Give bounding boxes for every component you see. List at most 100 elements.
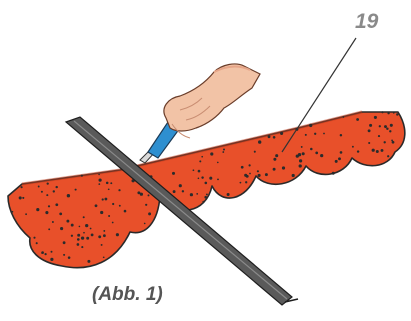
granule-dot (356, 118, 359, 121)
granule-dot (81, 175, 83, 177)
granule-dot (372, 149, 375, 152)
granule-dot (258, 174, 261, 177)
granule-dot (387, 112, 389, 114)
granule-dot (320, 154, 323, 157)
granule-dot (55, 203, 58, 206)
granule-dot (98, 183, 100, 185)
granule-dot (257, 170, 259, 172)
granule-dot (323, 133, 325, 135)
granule-dot (223, 148, 225, 150)
granule-dot (315, 152, 318, 155)
granule-dot (273, 136, 276, 139)
granule-dot (87, 260, 90, 263)
granule-dot (204, 196, 207, 199)
granule-dot (63, 241, 66, 244)
granule-dot (173, 190, 176, 193)
granule-dot (41, 252, 43, 254)
granule-dot (59, 213, 62, 216)
granule-dot (379, 125, 381, 127)
granule-dot (201, 156, 203, 158)
granule-dot (51, 251, 53, 253)
granule-dot (376, 150, 379, 153)
granule-dot (244, 174, 247, 177)
granule-dot (103, 234, 106, 237)
granule-dot (241, 166, 244, 169)
granule-dot (217, 162, 219, 164)
granule-dot (104, 198, 107, 201)
granule-dot (381, 149, 384, 152)
granule-dot (374, 116, 377, 119)
granule-dot (296, 154, 299, 157)
granule-dot (47, 182, 49, 184)
granule-dot (193, 169, 195, 171)
granule-dot (182, 190, 184, 192)
granule-dot (148, 212, 151, 215)
granule-dot (340, 134, 342, 136)
granule-dot (38, 186, 40, 188)
granule-dot (196, 193, 198, 195)
granule-dot (172, 172, 175, 175)
granule-dot (103, 230, 105, 232)
granule-dot (71, 224, 74, 227)
granule-dot (45, 211, 48, 214)
granule-dot (19, 196, 22, 199)
granule-dot (210, 152, 213, 155)
granule-dot (275, 154, 278, 157)
granule-dot (227, 193, 230, 196)
shingle-body (8, 112, 405, 268)
granule-dot (384, 141, 386, 143)
granule-dot (249, 164, 251, 166)
granule-dot (108, 188, 110, 190)
granule-dot (352, 146, 354, 148)
granule-dot (100, 211, 103, 214)
roof-shingle-strip (8, 111, 405, 267)
granule-dot (249, 173, 251, 175)
granule-dot (338, 157, 341, 160)
granule-dot (86, 237, 89, 240)
granule-dot (112, 222, 114, 224)
granule-dot (305, 134, 307, 136)
granule-dot (299, 159, 302, 162)
granule-dot (384, 125, 387, 128)
granule-dot (302, 152, 305, 155)
granule-dot (119, 205, 121, 207)
granule-dot (273, 158, 276, 161)
granule-dot (258, 140, 261, 143)
granule-dot (389, 130, 391, 132)
granule-dot (60, 227, 63, 230)
granule-dot (299, 164, 302, 167)
granule-dot (282, 166, 285, 169)
granule-dot (265, 173, 268, 176)
granule-dot (273, 168, 276, 171)
granule-dot (381, 111, 383, 113)
granule-dot (206, 193, 208, 195)
granule-dot (292, 174, 295, 177)
granule-dot (48, 228, 50, 230)
granule-dot (101, 244, 103, 246)
granule-dot (106, 182, 109, 185)
granule-dot (118, 189, 120, 191)
granule-dot (314, 133, 316, 135)
granule-dot (340, 151, 343, 154)
granule-dot (309, 124, 312, 127)
granule-dot (301, 146, 303, 148)
granule-dot (124, 210, 127, 213)
granule-dot (102, 198, 104, 200)
granule-dot (245, 181, 247, 183)
granule-dot (357, 150, 359, 152)
granule-dot (95, 204, 98, 207)
granule-dot (53, 190, 55, 192)
granule-dot (310, 148, 313, 151)
granule-dot (386, 128, 388, 130)
granule-dot (77, 243, 80, 246)
callout-number: 19 (355, 10, 378, 34)
granule-dot (392, 141, 395, 144)
granule-dot (48, 205, 50, 207)
granule-dot (52, 221, 54, 223)
granule-dot (222, 151, 224, 153)
granule-dot (393, 112, 395, 114)
granule-dot (217, 178, 219, 180)
granule-dot (68, 256, 71, 259)
granule-dot (209, 177, 212, 180)
